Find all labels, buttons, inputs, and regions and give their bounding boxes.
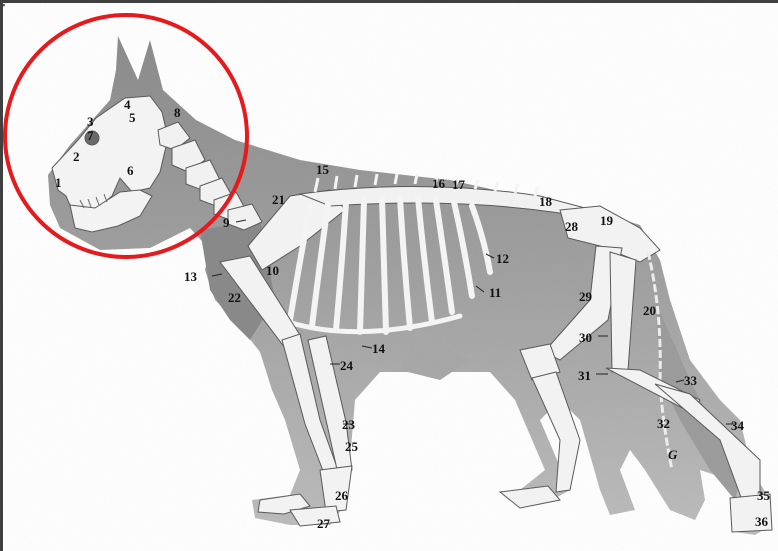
label-15: 15 bbox=[316, 163, 329, 176]
label-19: 19 bbox=[600, 214, 613, 227]
label-30: 30 bbox=[579, 331, 592, 344]
label-g: G bbox=[668, 448, 677, 461]
label-33: 33 bbox=[684, 374, 697, 387]
label-35: 35 bbox=[757, 489, 770, 502]
label-25: 25 bbox=[345, 440, 358, 453]
label-13: 13 bbox=[184, 270, 197, 283]
label-17: 17 bbox=[452, 178, 465, 191]
label-24: 24 bbox=[340, 359, 353, 372]
label-9: 9 bbox=[223, 216, 230, 229]
label-23: 23 bbox=[342, 418, 355, 431]
label-10: 10 bbox=[266, 264, 279, 277]
label-29: 29 bbox=[579, 290, 592, 303]
label-32: 32 bbox=[657, 417, 670, 430]
label-11: 11 bbox=[489, 286, 501, 299]
label-36: 36 bbox=[755, 515, 768, 528]
label-5: 5 bbox=[129, 111, 136, 124]
label-28: 28 bbox=[565, 220, 578, 233]
label-12: 12 bbox=[496, 252, 509, 265]
label-6: 6 bbox=[127, 164, 134, 177]
label-22: 22 bbox=[228, 291, 241, 304]
label-16: 16 bbox=[432, 177, 445, 190]
label-18: 18 bbox=[539, 195, 552, 208]
label-3: 3 bbox=[87, 115, 94, 128]
label-7: 7 bbox=[87, 129, 94, 142]
label-14: 14 bbox=[372, 342, 385, 355]
label-34: 34 bbox=[731, 419, 744, 432]
label-26: 26 bbox=[335, 489, 348, 502]
label-31: 31 bbox=[578, 369, 591, 382]
label-20: 20 bbox=[643, 304, 656, 317]
label-1: 1 bbox=[55, 176, 62, 189]
label-21: 21 bbox=[272, 193, 285, 206]
label-8: 8 bbox=[174, 106, 181, 119]
label-27: 27 bbox=[317, 517, 330, 530]
label-2: 2 bbox=[73, 150, 80, 163]
